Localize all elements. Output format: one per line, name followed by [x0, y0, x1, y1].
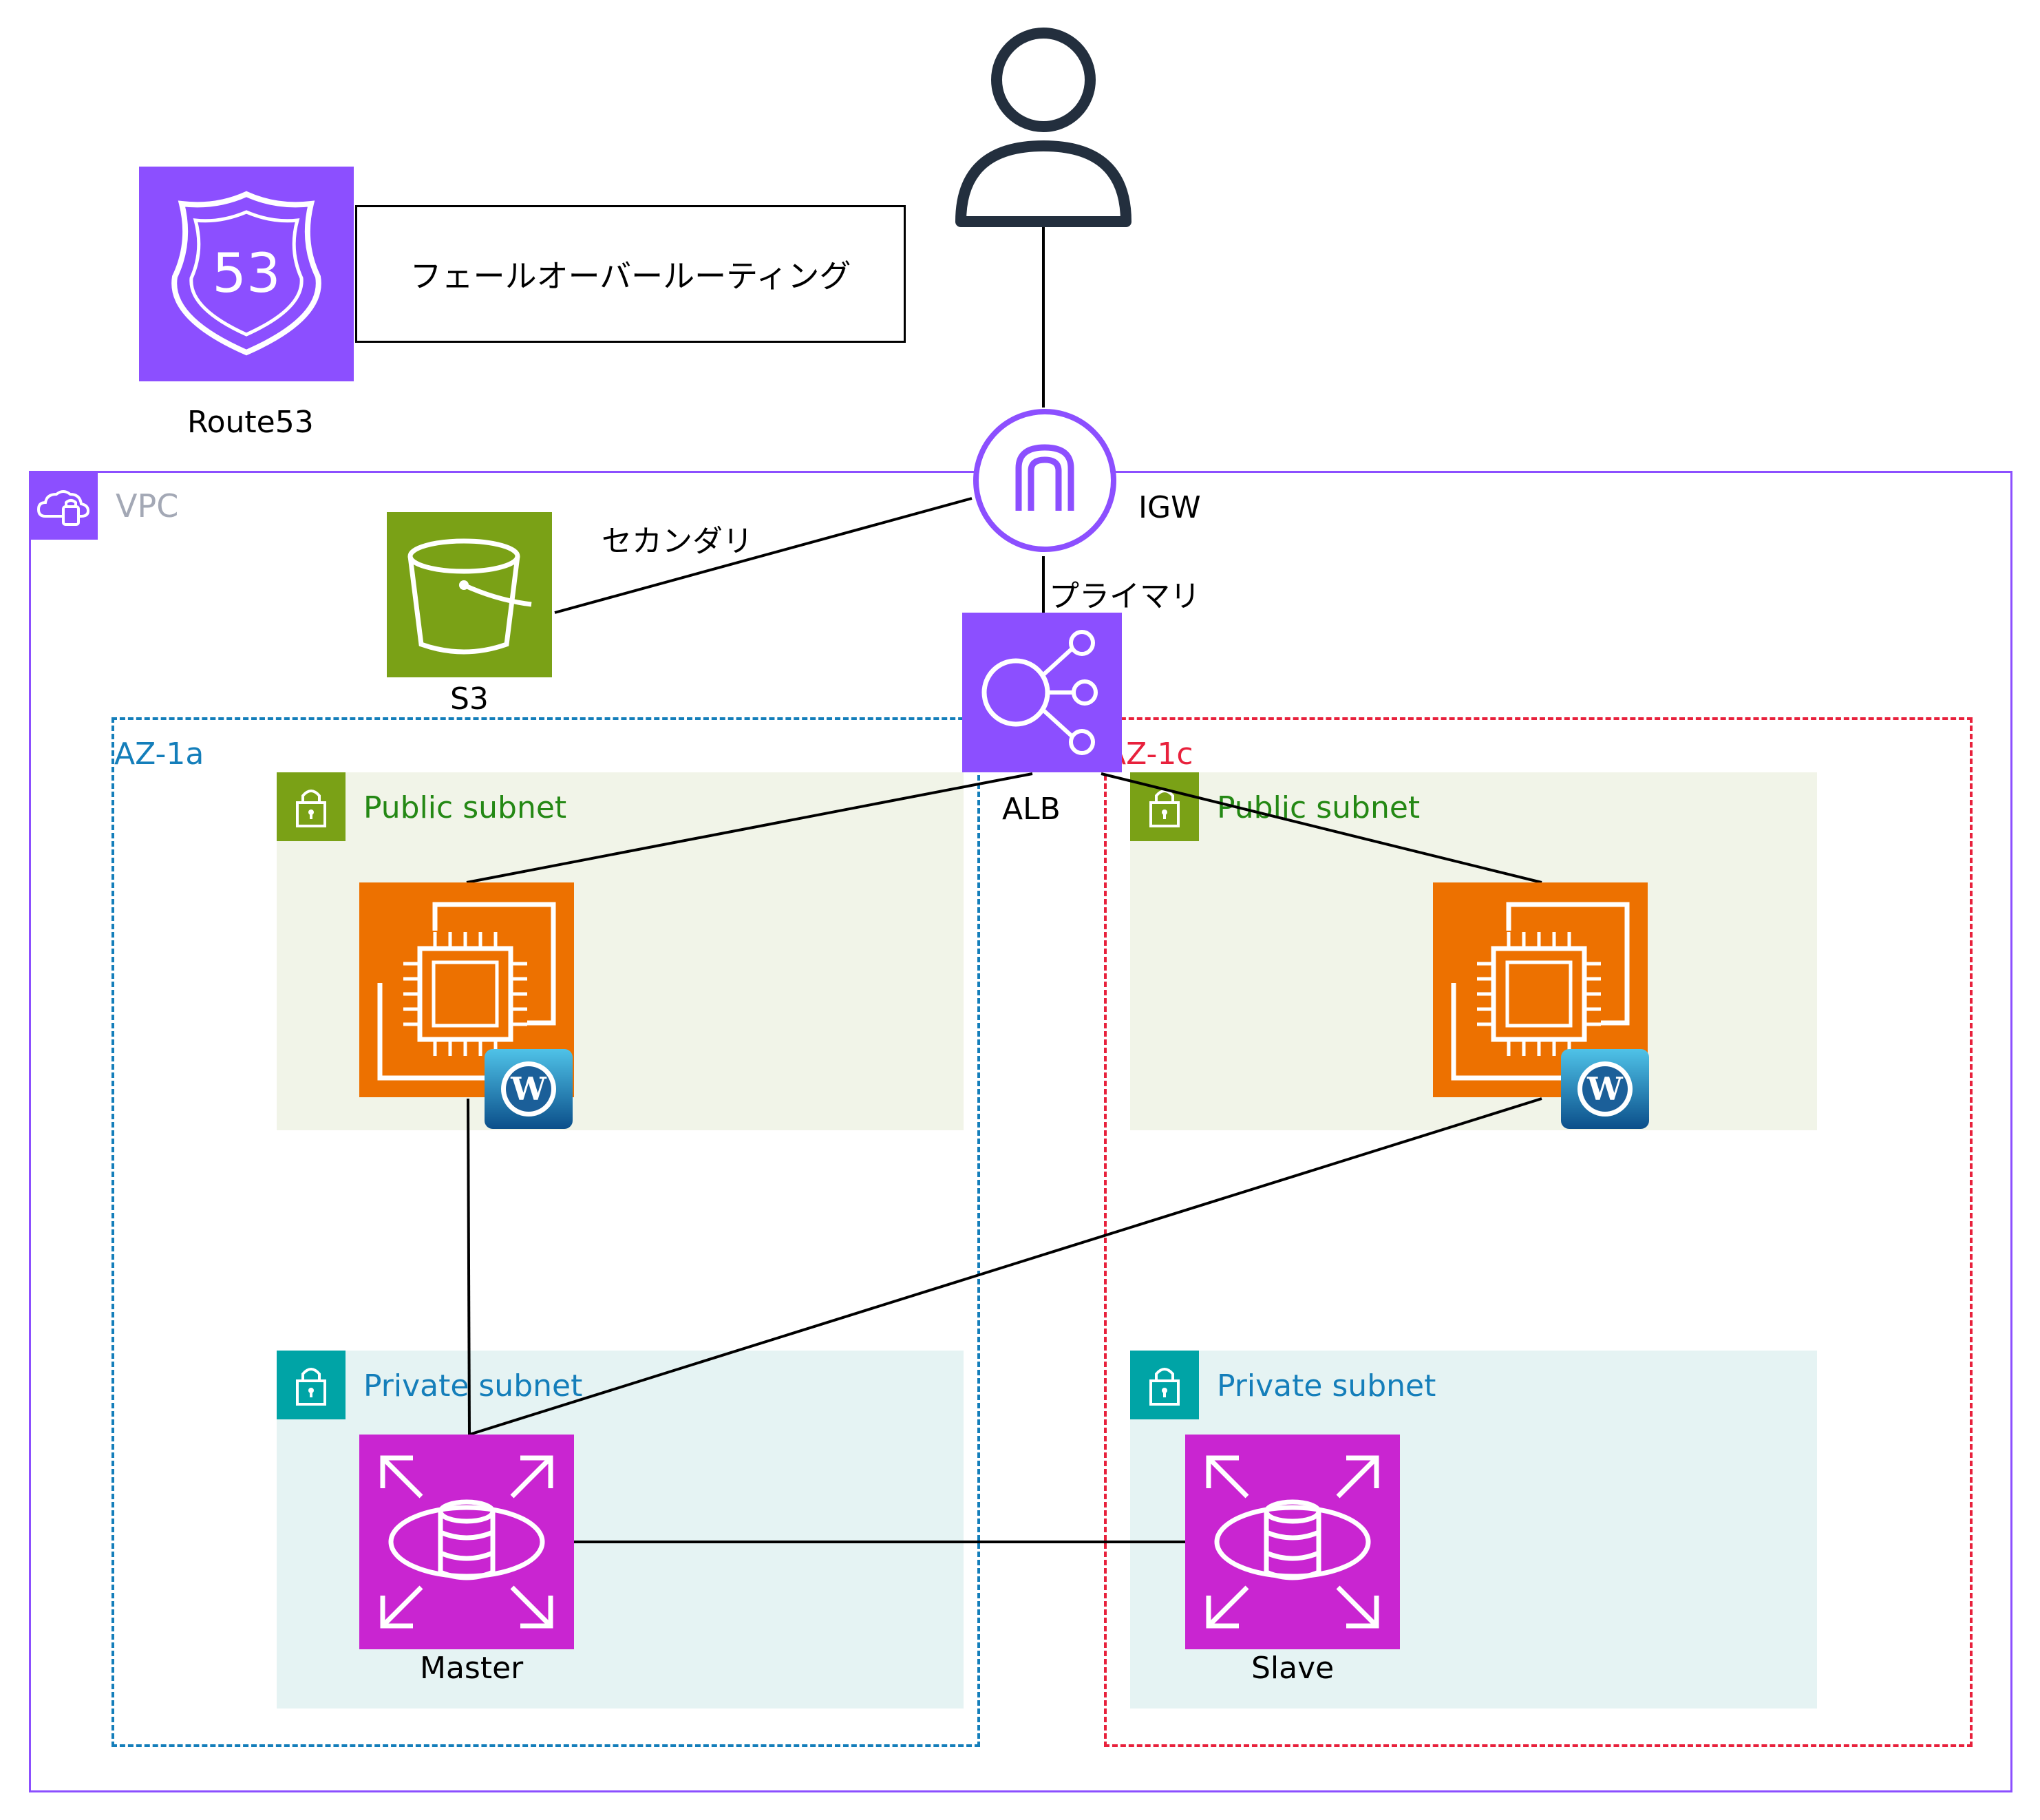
public-subnet-1c-label: Public subnet — [1217, 790, 1421, 825]
ec2-1c-master-edge — [469, 1097, 1542, 1436]
internet-gateway-icon — [972, 408, 1118, 553]
alb-ec2-1c-edge — [1101, 772, 1542, 884]
private-subnet-1a-label: Private subnet — [363, 1368, 583, 1404]
master-label: Master — [420, 1651, 524, 1686]
s3-bucket-icon — [387, 512, 552, 677]
igw-label: IGW — [1138, 490, 1201, 525]
wordpress-icon: W — [1560, 1048, 1650, 1130]
igw-s3-edge — [554, 497, 973, 614]
svg-text:W: W — [1586, 1070, 1624, 1108]
user-icon — [953, 25, 1134, 227]
wordpress-icon: W — [483, 1048, 574, 1130]
lock-icon — [277, 772, 346, 841]
rds-database-icon — [359, 1435, 574, 1649]
secondary-edge-label: セカンダリ — [602, 524, 753, 559]
private-subnet-1c-label: Private subnet — [1217, 1368, 1436, 1404]
alb-label: ALB — [1002, 792, 1061, 827]
lock-icon — [277, 1351, 346, 1419]
svg-text:W: W — [510, 1070, 547, 1108]
lock-icon — [1130, 1351, 1199, 1419]
az-1a-container — [111, 717, 980, 1747]
ec2-1a-master-edge — [467, 1098, 471, 1435]
route53-badge-text: 53 — [212, 243, 280, 305]
alb-icon — [962, 613, 1122, 772]
primary-edge-label: プライマリ — [1049, 579, 1200, 614]
route53-icon: 53 — [139, 167, 354, 381]
public-subnet-1a-label: Public subnet — [363, 790, 567, 825]
slave-label: Slave — [1251, 1651, 1335, 1686]
vpc-cloud-icon — [29, 471, 98, 540]
failover-routing-note: フェールオーバールーティング — [355, 205, 906, 343]
s3-label: S3 — [450, 681, 489, 717]
rds-database-icon — [1185, 1435, 1400, 1649]
az-1a-label: AZ-1a — [114, 737, 204, 772]
az-1c-container — [1104, 717, 1973, 1747]
vpc-label: VPC — [116, 487, 179, 525]
alb-ec2-1a-edge — [466, 772, 1033, 884]
route53-label: Route53 — [187, 405, 314, 440]
